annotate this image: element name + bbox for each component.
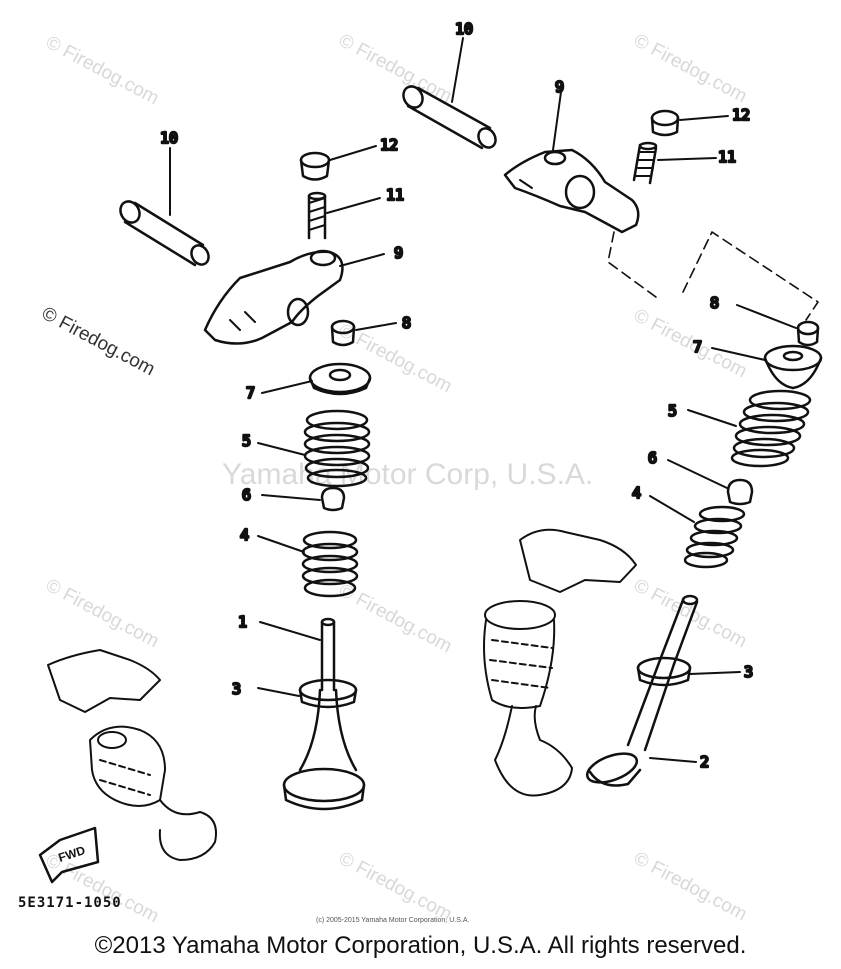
adjuster-screw-left (307, 191, 327, 240)
adjuster-screw-right (632, 141, 658, 185)
watermark-yamaha: Yamaha Motor Corp, U.S.A. (222, 458, 594, 491)
intake-valve (282, 617, 366, 811)
callout-12-right: 12 (732, 106, 750, 124)
valve-collet-left (320, 486, 346, 512)
part-code: 5E3171-1050 (18, 895, 122, 911)
callout-3-left: 3 (232, 680, 241, 698)
callout-3-right: 3 (744, 663, 753, 681)
spring-retainer-right (763, 344, 823, 390)
callout-8-right: 8 (710, 294, 719, 312)
callout-9-left: 9 (394, 244, 403, 262)
cylinder-head-sketch-left (47, 649, 217, 861)
callout-4-right: 4 (632, 484, 641, 502)
callout-8-left: 8 (402, 314, 411, 332)
callout-1: 1 (238, 613, 247, 631)
rocker-arm-right (503, 148, 640, 234)
callout-5-left: 5 (242, 432, 251, 450)
rocker-arm-left (203, 249, 344, 345)
inner-spring-right (683, 505, 746, 569)
valve-seal-right (636, 656, 692, 687)
valve-cap-left (330, 319, 356, 347)
rocker-shaft-right (402, 85, 497, 150)
callout-7-right: 7 (693, 338, 702, 356)
adjuster-nut-left (299, 151, 331, 181)
valve-cap-right (796, 320, 820, 347)
inner-spring-left (301, 530, 359, 598)
callout-6-right: 6 (648, 449, 657, 467)
copyright-footer: ©2013 Yamaha Motor Corporation, U.S.A. A… (94, 932, 747, 959)
valve-collet-right (726, 478, 754, 506)
callout-10-right: 10 (455, 20, 473, 38)
small-copyright: (c) 2005-2015 Yamaha Motor Corporation, … (316, 917, 470, 924)
outer-spring-left (303, 409, 371, 488)
exhaust-valve (585, 594, 699, 787)
callout-11-left: 11 (386, 186, 404, 204)
callout-11-right: 11 (718, 148, 736, 166)
callout-2: 2 (700, 753, 709, 771)
callout-7-left: 7 (246, 384, 255, 402)
forward-label: FWD (57, 843, 88, 865)
rocker-shaft-left (119, 200, 210, 267)
forward-arrow-icon (38, 826, 100, 884)
valve-seal-left (298, 678, 358, 709)
callout-4-left: 4 (240, 526, 249, 544)
callout-9-right: 9 (555, 78, 564, 96)
callout-6-left: 6 (242, 486, 251, 504)
callout-12-left: 12 (380, 136, 398, 154)
adjuster-nut-right (650, 109, 680, 137)
callout-5-right: 5 (668, 402, 677, 420)
spring-retainer-left (308, 362, 372, 396)
outer-spring-right (730, 389, 812, 468)
cylinder-head-sketch-right (483, 528, 637, 797)
callout-10-left: 10 (160, 129, 178, 147)
